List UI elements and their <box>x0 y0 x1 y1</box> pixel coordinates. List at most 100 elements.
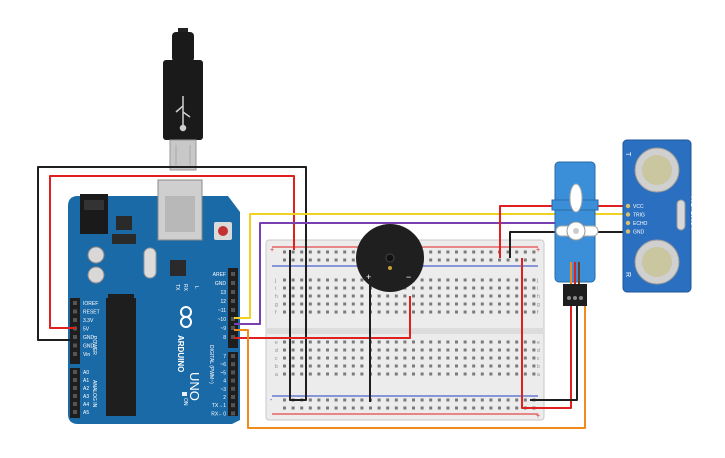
breadboard-hole[interactable] <box>463 302 467 306</box>
breadboard-hole[interactable] <box>463 340 467 344</box>
breadboard-hole[interactable] <box>498 406 501 410</box>
breadboard-hole[interactable] <box>498 258 501 262</box>
breadboard-hole[interactable] <box>480 348 484 352</box>
breadboard-hole[interactable] <box>420 364 424 368</box>
breadboard-hole[interactable] <box>351 372 355 376</box>
breadboard-hole[interactable] <box>455 278 458 282</box>
breadboard-hole[interactable] <box>463 294 467 298</box>
breadboard-hole[interactable] <box>463 258 467 262</box>
breadboard-hole[interactable] <box>300 258 304 262</box>
breadboard-hole[interactable] <box>446 258 450 262</box>
header-pin[interactable] <box>231 281 235 285</box>
breadboard-hole[interactable] <box>412 364 415 368</box>
breadboard-hole[interactable] <box>515 398 519 402</box>
header-pin[interactable] <box>73 378 77 382</box>
breadboard-hole[interactable] <box>523 278 527 282</box>
breadboard-hole[interactable] <box>386 340 390 344</box>
breadboard-hole[interactable] <box>523 340 527 344</box>
breadboard-hole[interactable] <box>446 286 450 290</box>
breadboard-hole[interactable] <box>523 310 527 314</box>
breadboard-hole[interactable] <box>480 278 484 282</box>
breadboard-hole[interactable] <box>360 398 364 402</box>
header-pin[interactable] <box>231 308 235 312</box>
breadboard-hole[interactable] <box>446 398 450 402</box>
breadboard-hole[interactable] <box>515 294 519 298</box>
header-pin[interactable] <box>73 370 77 374</box>
breadboard-hole[interactable] <box>489 364 493 368</box>
header-pin[interactable] <box>231 354 235 358</box>
servo-horn[interactable] <box>555 183 599 241</box>
header-pin[interactable] <box>73 343 77 348</box>
breadboard-hole[interactable] <box>386 364 390 368</box>
breadboard-hole[interactable] <box>480 286 484 290</box>
breadboard-hole[interactable] <box>463 286 467 290</box>
breadboard-hole[interactable] <box>360 340 364 344</box>
breadboard-hole[interactable] <box>351 250 355 254</box>
header-pin[interactable] <box>231 317 235 321</box>
breadboard-hole[interactable] <box>420 286 424 290</box>
breadboard-hole[interactable] <box>506 406 510 410</box>
breadboard-hole[interactable] <box>463 278 467 282</box>
breadboard-hole[interactable] <box>489 286 493 290</box>
header-pin[interactable] <box>73 394 77 398</box>
usb-cable[interactable] <box>163 28 203 171</box>
breadboard-hole[interactable] <box>351 340 355 344</box>
breadboard-hole[interactable] <box>515 310 519 314</box>
breadboard-hole[interactable] <box>291 406 295 410</box>
breadboard-hole[interactable] <box>429 372 433 376</box>
breadboard-hole[interactable] <box>386 310 390 314</box>
breadboard-hole[interactable] <box>377 302 381 306</box>
breadboard-hole[interactable] <box>489 258 493 262</box>
breadboard-hole[interactable] <box>498 278 501 282</box>
breadboard-hole[interactable] <box>386 406 390 410</box>
breadboard-hole[interactable] <box>308 348 312 352</box>
breadboard-hole[interactable] <box>343 310 347 314</box>
breadboard-hole[interactable] <box>334 286 338 290</box>
breadboard-hole[interactable] <box>455 258 458 262</box>
breadboard-hole[interactable] <box>523 356 527 360</box>
breadboard-hole[interactable] <box>283 286 286 290</box>
breadboard-hole[interactable] <box>403 294 407 298</box>
breadboard-hole[interactable] <box>463 406 467 410</box>
breadboard-hole[interactable] <box>377 406 381 410</box>
breadboard-hole[interactable] <box>351 294 355 298</box>
breadboard-hole[interactable] <box>515 364 519 368</box>
breadboard-hole[interactable] <box>437 278 441 282</box>
breadboard-hole[interactable] <box>403 310 407 314</box>
breadboard-hole[interactable] <box>343 348 347 352</box>
header-pin[interactable] <box>73 410 77 414</box>
breadboard-hole[interactable] <box>498 294 501 298</box>
breadboard-hole[interactable] <box>394 364 398 368</box>
breadboard-hole[interactable] <box>420 302 424 306</box>
breadboard-hole[interactable] <box>360 356 364 360</box>
breadboard-hole[interactable] <box>351 356 355 360</box>
breadboard-hole[interactable] <box>308 278 312 282</box>
breadboard-hole[interactable] <box>463 310 467 314</box>
breadboard-hole[interactable] <box>446 356 450 360</box>
breadboard-hole[interactable] <box>334 278 338 282</box>
breadboard-hole[interactable] <box>403 348 407 352</box>
breadboard-hole[interactable] <box>394 348 398 352</box>
breadboard-hole[interactable] <box>498 356 501 360</box>
breadboard-hole[interactable] <box>300 364 304 368</box>
breadboard-hole[interactable] <box>377 310 381 314</box>
breadboard-hole[interactable] <box>377 364 381 368</box>
breadboard-hole[interactable] <box>437 250 441 254</box>
breadboard-hole[interactable] <box>506 372 510 376</box>
breadboard-hole[interactable] <box>291 348 295 352</box>
breadboard-hole[interactable] <box>386 398 390 402</box>
breadboard-hole[interactable] <box>446 348 450 352</box>
breadboard-hole[interactable] <box>429 398 433 402</box>
breadboard-hole[interactable] <box>386 302 390 306</box>
wire-red-pin9-to-buzzer[interactable] <box>234 296 411 339</box>
wire-orange-pin12-to-echo[interactable] <box>234 290 586 429</box>
breadboard-hole[interactable] <box>472 398 476 402</box>
breadboard-hole[interactable] <box>334 302 338 306</box>
breadboard-hole[interactable] <box>506 250 510 254</box>
breadboard-hole[interactable] <box>412 310 415 314</box>
breadboard-hole[interactable] <box>472 286 476 290</box>
breadboard-hole[interactable] <box>394 372 398 376</box>
breadboard-hole[interactable] <box>300 278 304 282</box>
breadboard-hole[interactable] <box>506 310 510 314</box>
